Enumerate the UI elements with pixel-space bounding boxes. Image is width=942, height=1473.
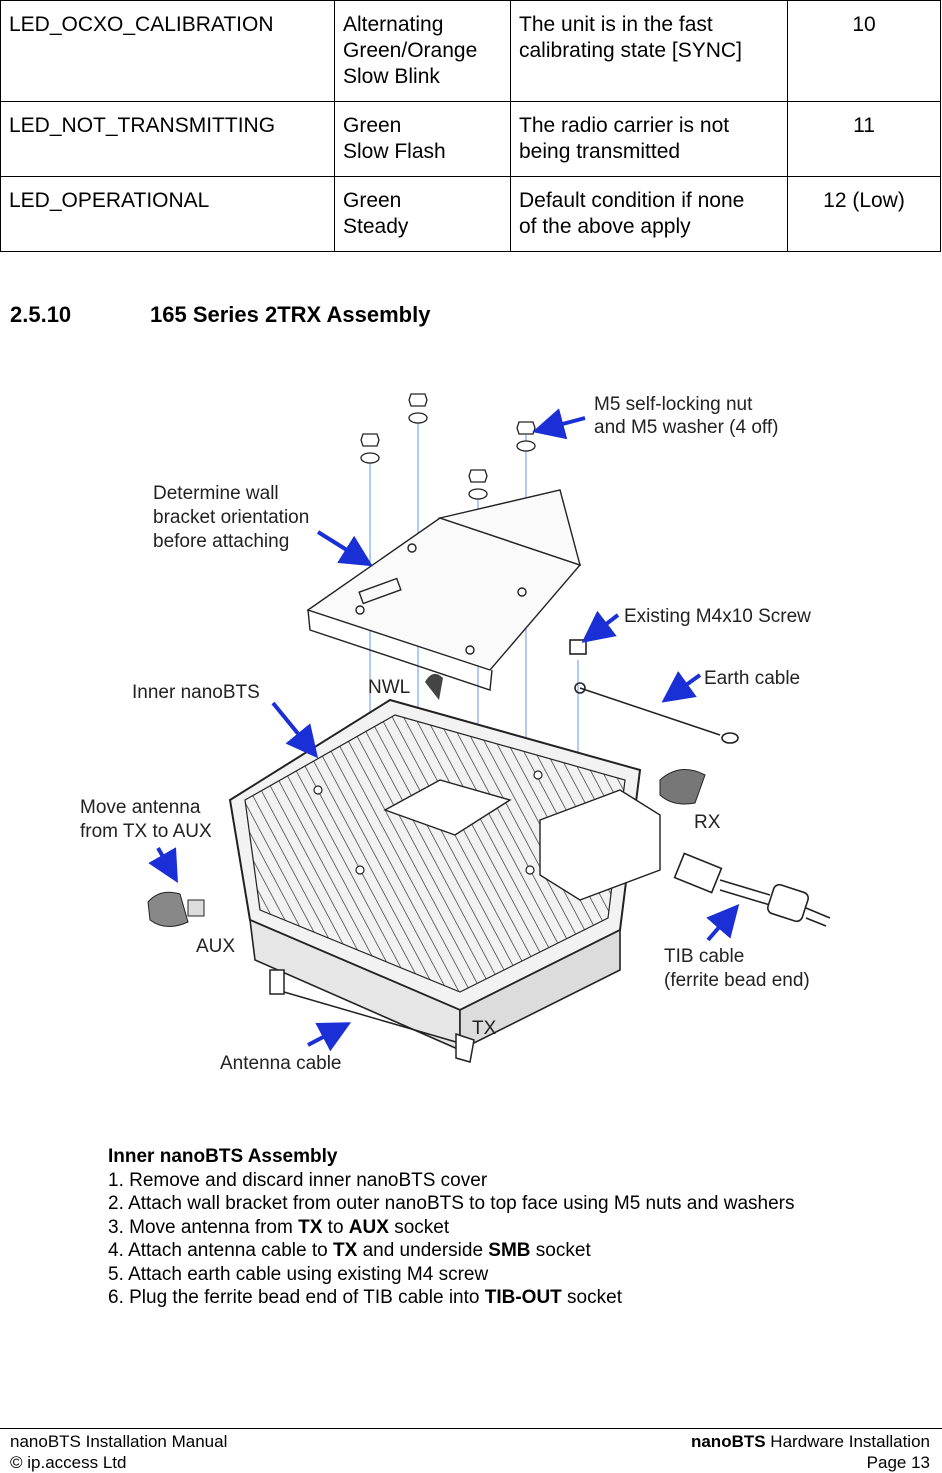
step-4-text: 4. Attach antenna cable to: [108, 1240, 334, 1261]
assembly-steps: Inner nanoBTS Assembly 1. Remove and dis…: [108, 1145, 794, 1310]
assembly-diagram: M5 self-locking nut and M5 washer (4 off…: [80, 393, 831, 1074]
step-3: 3. Move antenna from TX to AUX socket: [108, 1216, 794, 1240]
antenna-cable-drawing: [269, 969, 475, 1063]
led-priority-cell: 10: [787, 0, 941, 102]
step-3-text: 3. Move antenna from: [108, 1216, 299, 1238]
led-meaning-cell: Default condition if none of the above a…: [510, 176, 788, 252]
label-m5-nut-2: and M5 washer (4 off): [594, 417, 778, 438]
footer-page-number: Page 13: [866, 1453, 930, 1472]
step-5: 5. Attach earth cable using existing M4 …: [108, 1263, 489, 1285]
footer-left: nanoBTS Installation Manual © ip.access …: [10, 1431, 227, 1473]
label-existing-screw: Existing M4x10 Screw: [624, 606, 811, 627]
label-move-antenna-2: from TX to AUX: [80, 821, 212, 842]
label-aux: AUX: [196, 936, 235, 957]
section-title: 165 Series 2TRX Assembly: [150, 302, 431, 327]
label-move-antenna-1: Move antenna: [80, 797, 201, 818]
led-priority-cell: 11: [787, 101, 941, 177]
label-tx: TX: [472, 1018, 497, 1039]
earth-cable-drawing: [569, 639, 739, 744]
footer-manual-title: nanoBTS Installation Manual: [10, 1432, 228, 1451]
label-inner-nanobts: Inner nanoBTS: [132, 682, 260, 703]
label-determine-3: before attaching: [153, 531, 289, 552]
footer-copyright: © ip.access Ltd: [10, 1453, 127, 1472]
led-meaning-cell: The radio carrier is not being transmitt…: [510, 101, 788, 177]
m5-nuts-washers: [360, 393, 536, 500]
label-determine-2: bracket orientation: [153, 507, 309, 528]
inner-nanobts-unit: [147, 673, 706, 1052]
led-meaning-cell: The unit is in the fast calibrating stat…: [510, 0, 788, 102]
label-determine-1: Determine wall: [153, 483, 279, 504]
label-antenna-cable: Antenna cable: [220, 1053, 342, 1074]
step-6-socket: socket: [561, 1287, 622, 1308]
label-tib-cable-2: (ferrite bead end): [664, 970, 810, 991]
step-4-and: and underside: [357, 1240, 489, 1261]
label-earth-cable: Earth cable: [704, 668, 800, 689]
step-3-to: to: [322, 1216, 349, 1238]
tib-cable-drawing: [673, 852, 831, 927]
step-3-socket: socket: [388, 1216, 450, 1238]
step-6: 6. Plug the ferrite bead end of TIB cabl…: [108, 1286, 794, 1310]
step-4-smb: SMB: [488, 1240, 531, 1261]
step-6-text: 6. Plug the ferrite bead end of TIB cabl…: [108, 1287, 485, 1308]
wall-bracket: [306, 489, 582, 691]
step-3-tx: TX: [298, 1216, 323, 1238]
led-pattern-cell: Green Steady: [334, 176, 511, 252]
step-6-tib-out: TIB-OUT: [484, 1287, 562, 1308]
led-name-cell: LED_OCXO_CALIBRATION: [0, 0, 335, 102]
step-2: 2. Attach wall bracket from outer nanoBT…: [108, 1193, 795, 1214]
led-priority-cell: 12 (Low): [787, 176, 941, 252]
label-nwl: NWL: [368, 677, 410, 698]
label-m5-nut-1: M5 self-locking nut: [594, 394, 753, 415]
step-4-tx: TX: [333, 1240, 358, 1261]
led-name-cell: LED_OPERATIONAL: [0, 176, 335, 252]
label-tib-cable-1: TIB cable: [664, 946, 744, 967]
step-3-aux: AUX: [348, 1216, 389, 1238]
led-name-cell: LED_NOT_TRANSMITTING: [0, 101, 335, 177]
steps-heading: Inner nanoBTS Assembly: [108, 1146, 338, 1167]
led-pattern-cell: Green Slow Flash: [334, 101, 511, 177]
step-4: 4. Attach antenna cable to TX and unders…: [108, 1239, 794, 1263]
section-heading: 2.5.10 165 Series 2TRX Assembly: [10, 302, 430, 328]
step-4-socket: socket: [530, 1240, 591, 1261]
footer-right: nanoBTS Hardware Installation Page 13: [691, 1431, 930, 1473]
label-rx: RX: [694, 812, 721, 833]
step-1: 1. Remove and discard inner nanoBTS cove…: [108, 1169, 488, 1191]
section-number: 2.5.10: [10, 302, 72, 327]
led-pattern-cell: Alternating Green/Orange Slow Blink: [334, 0, 511, 102]
callout-arrows: [148, 408, 740, 1052]
footer-section: nanoBTS Hardware Installation: [691, 1431, 930, 1452]
footer-section-bold: nanoBTS: [690, 1432, 766, 1451]
footer-section-rest: Hardware Installation: [765, 1432, 930, 1451]
page-footer: nanoBTS Installation Manual © ip.access …: [0, 1428, 942, 1472]
